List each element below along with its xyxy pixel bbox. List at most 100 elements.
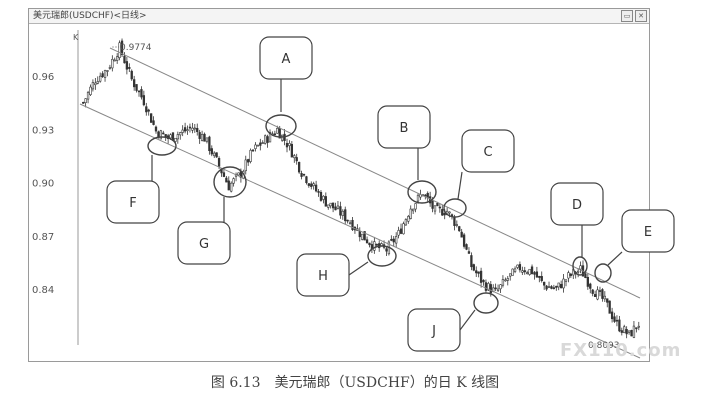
candle-body [305, 176, 308, 183]
candle-body [346, 219, 349, 222]
callout-circle-e [594, 263, 612, 283]
candle-body [603, 295, 606, 300]
candle-body [538, 275, 541, 278]
candle-body [596, 289, 599, 300]
candle-body [302, 173, 306, 176]
candle-body [310, 183, 313, 187]
candle-body [615, 319, 619, 322]
channel-upper-line [109, 47, 641, 299]
candle-body [123, 55, 126, 64]
candle-body [635, 327, 638, 330]
candle-body [397, 230, 400, 236]
candle-body [179, 132, 182, 136]
candle-body [557, 282, 560, 288]
candle-body [511, 268, 514, 276]
candle-body [247, 159, 250, 163]
candle-body [273, 133, 277, 136]
candle-body [157, 131, 160, 138]
candle-body [504, 279, 507, 282]
candle-body [576, 270, 580, 273]
candle-body [608, 300, 611, 314]
window-title-text: 美元瑞郎(USDCHF)<日线> [33, 11, 147, 21]
candle-body [251, 149, 255, 152]
candle-body [465, 244, 468, 250]
candle-body [375, 243, 378, 246]
callout-box-f [106, 180, 160, 224]
candle-body [523, 270, 526, 273]
candle-body [300, 173, 303, 177]
candle-body [259, 142, 262, 146]
candle-body [550, 286, 553, 289]
candle-body [569, 273, 573, 276]
y-tick-label: 0.90 [32, 179, 54, 190]
candle-body [586, 277, 589, 287]
candle-body [363, 231, 366, 241]
candle-body [414, 203, 417, 210]
candle-body [339, 206, 342, 216]
candle-body [455, 224, 458, 226]
candle-body [467, 251, 471, 254]
candle-body [547, 286, 551, 289]
candle-body [526, 272, 529, 274]
callout-label-j: J [431, 324, 436, 339]
candle-body [509, 273, 512, 277]
callout-label-a: A [282, 52, 291, 67]
candle-body [528, 268, 531, 275]
callout-circle-d [572, 256, 588, 276]
callout-box-b [377, 105, 431, 149]
watermark-logo: FX110.com [560, 340, 682, 361]
candle-body [125, 61, 129, 70]
candle-body [312, 183, 315, 187]
candle-body [601, 289, 604, 299]
candle-body [101, 73, 104, 77]
candle-body [208, 136, 211, 152]
callout-label-b: B [400, 121, 409, 136]
candle-body [222, 172, 226, 177]
candle-body [191, 127, 194, 131]
candle-body [484, 282, 488, 291]
candle-body [625, 329, 628, 335]
callout-circle-c [443, 198, 467, 218]
candle-body [623, 326, 626, 334]
candle-body [290, 144, 294, 158]
candle-body [567, 272, 570, 279]
candle-body [407, 216, 410, 222]
candle-body [293, 155, 296, 159]
candle-body [200, 134, 204, 141]
candle-body [227, 180, 230, 191]
candle-body [545, 285, 548, 290]
candle-body [606, 298, 609, 303]
candle-body [108, 67, 112, 69]
candle-body [351, 219, 354, 230]
candle-body [598, 290, 602, 292]
candle-body [256, 144, 260, 147]
candle-body [385, 248, 388, 252]
candle-body [264, 135, 267, 144]
candle-body [555, 285, 558, 288]
y-tick-label: 0.93 [32, 125, 54, 136]
candle-body [205, 137, 209, 142]
candle-body [458, 226, 461, 232]
candle-body [94, 82, 97, 86]
figure-caption: 图 6.13 美元瑞郎（USDCHF）的日 K 线图 [210, 375, 500, 391]
callout-circle-h [367, 245, 397, 267]
candle-body [133, 79, 136, 88]
callout-box-a [259, 36, 313, 80]
candle-body [627, 330, 631, 333]
candle-body [472, 264, 475, 271]
candle-body [579, 265, 582, 270]
close-icon[interactable]: ✕ [635, 10, 647, 22]
callout-pointer-h [348, 261, 369, 276]
maximize-icon[interactable]: ▭ [621, 10, 633, 22]
candle-body [196, 127, 199, 133]
candle-body [584, 273, 587, 279]
candle-body [225, 177, 228, 183]
callout-pointer-e [607, 251, 623, 266]
candle-body [113, 59, 116, 62]
callout-box-e [621, 209, 675, 253]
candle-body [152, 120, 155, 125]
candle-body [593, 294, 597, 297]
candle-body [395, 236, 398, 244]
candle-body [266, 136, 269, 143]
callout-box-g [177, 221, 231, 265]
